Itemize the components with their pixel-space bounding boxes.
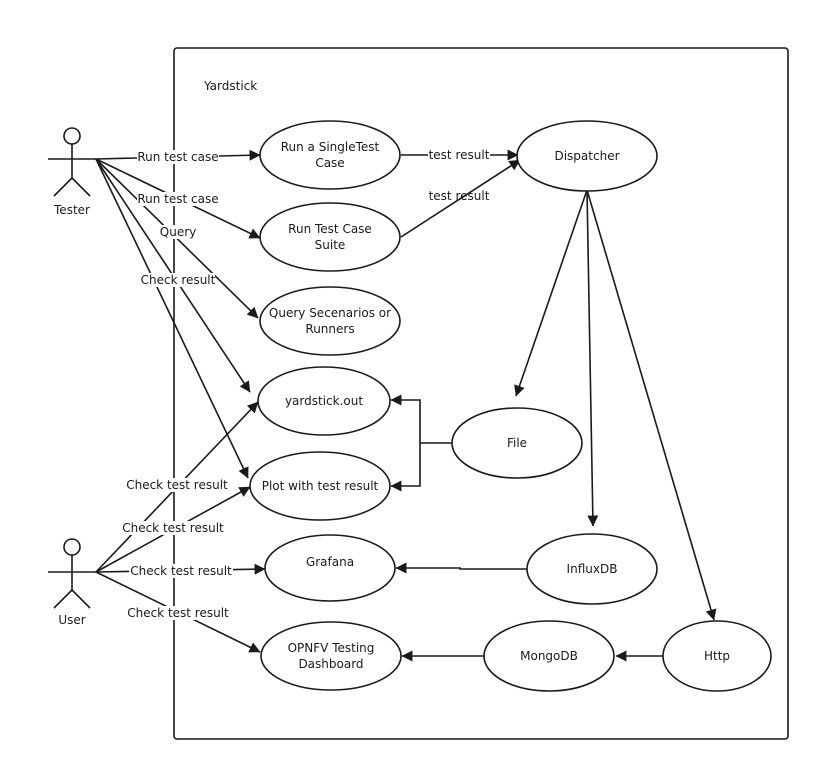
svg-text:OPNFV Testing: OPNFV Testing bbox=[288, 641, 375, 655]
node-http[interactable]: Http bbox=[662, 620, 772, 692]
svg-text:MongoDB: MongoDB bbox=[520, 649, 578, 663]
edge-label-user-check-out: Check test result bbox=[126, 478, 228, 492]
svg-text:Check test result: Check test result bbox=[122, 521, 224, 535]
svg-text:Query Secenarios or: Query Secenarios or bbox=[269, 306, 391, 320]
svg-text:test result: test result bbox=[429, 189, 490, 203]
svg-text:Check test result: Check test result bbox=[127, 606, 229, 620]
svg-text:Case: Case bbox=[315, 156, 344, 170]
svg-text:Run test case: Run test case bbox=[137, 150, 218, 164]
svg-text:Http: Http bbox=[704, 649, 730, 663]
svg-text:Suite: Suite bbox=[315, 238, 346, 252]
edge-dispatcher-file bbox=[514, 189, 588, 397]
svg-text:Runners: Runners bbox=[305, 322, 354, 336]
actor-tester[interactable]: Tester bbox=[48, 127, 96, 217]
svg-text:File: File bbox=[507, 436, 527, 450]
svg-text:Dispatcher: Dispatcher bbox=[554, 149, 619, 163]
usecase-yardstick-out[interactable]: yardstick.out bbox=[257, 366, 391, 436]
svg-text:Plot with test result: Plot with test result bbox=[262, 479, 379, 493]
usecase-plot[interactable]: Plot with test result bbox=[249, 451, 391, 521]
system-boundary bbox=[173, 47, 789, 740]
node-file[interactable]: File bbox=[451, 407, 583, 479]
edge-dispatcher-http bbox=[586, 189, 717, 621]
usecase-query[interactable]: Query Secenarios or Runners bbox=[259, 286, 401, 356]
edge-label-user-check-plot: Check test result bbox=[122, 521, 224, 535]
edge-file-plot bbox=[390, 443, 421, 492]
actor-tester-label: Tester bbox=[53, 203, 90, 217]
usecase-run-suite[interactable]: Run Test Case Suite bbox=[259, 202, 401, 272]
edge-suite-dispatcher bbox=[400, 159, 521, 238]
node-influxdb[interactable]: InfluxDB bbox=[526, 533, 658, 605]
edge-influxdb-grafana bbox=[395, 562, 527, 574]
svg-text:test result: test result bbox=[429, 148, 490, 162]
node-mongodb[interactable]: MongoDB bbox=[483, 620, 615, 692]
system-title: Yardstick bbox=[203, 79, 257, 93]
usecase-dashboard[interactable]: OPNFV Testing Dashboard bbox=[260, 621, 402, 691]
svg-text:Grafana: Grafana bbox=[306, 555, 354, 569]
node-dispatcher[interactable]: Dispatcher bbox=[516, 120, 658, 192]
edge-label-user-check-dashboard: Check test result bbox=[127, 606, 229, 620]
actor-user-label: User bbox=[58, 613, 85, 627]
edge-file-yardstick-out bbox=[390, 394, 452, 444]
edge-label-user-check-grafana: Check test result bbox=[129, 564, 233, 578]
edge-label-single-test-result: test result bbox=[428, 148, 490, 162]
svg-text:Dashboard: Dashboard bbox=[298, 657, 363, 671]
svg-text:Run Test Case: Run Test Case bbox=[288, 222, 372, 236]
edge-label-tester-run-suite: Run test case bbox=[137, 192, 219, 206]
usecase-grafana[interactable]: Grafana bbox=[264, 534, 396, 602]
svg-text:Check test result: Check test result bbox=[126, 478, 228, 492]
edge-label-tester-query: Query bbox=[159, 225, 197, 239]
edge-dispatcher-influxdb bbox=[586, 189, 599, 527]
svg-text:Check result: Check result bbox=[141, 273, 216, 287]
edge-tester-plot bbox=[95, 158, 249, 479]
svg-text:yardstick.out: yardstick.out bbox=[285, 394, 363, 408]
edge-label-suite-test-result: test result bbox=[429, 189, 490, 203]
svg-text:Run test case: Run test case bbox=[137, 192, 218, 206]
svg-text:Query: Query bbox=[160, 225, 196, 239]
edge-label-tester-check: Check result bbox=[141, 273, 216, 287]
usecase-run-single[interactable]: Run a SingleTest Case bbox=[259, 120, 401, 190]
svg-text:Run a SingleTest: Run a SingleTest bbox=[281, 140, 380, 154]
actor-user[interactable]: User bbox=[48, 538, 96, 627]
edge-label-tester-run-single: Run test case bbox=[137, 150, 219, 164]
svg-text:Check test result: Check test result bbox=[130, 564, 232, 578]
svg-text:InfluxDB: InfluxDB bbox=[567, 562, 618, 576]
